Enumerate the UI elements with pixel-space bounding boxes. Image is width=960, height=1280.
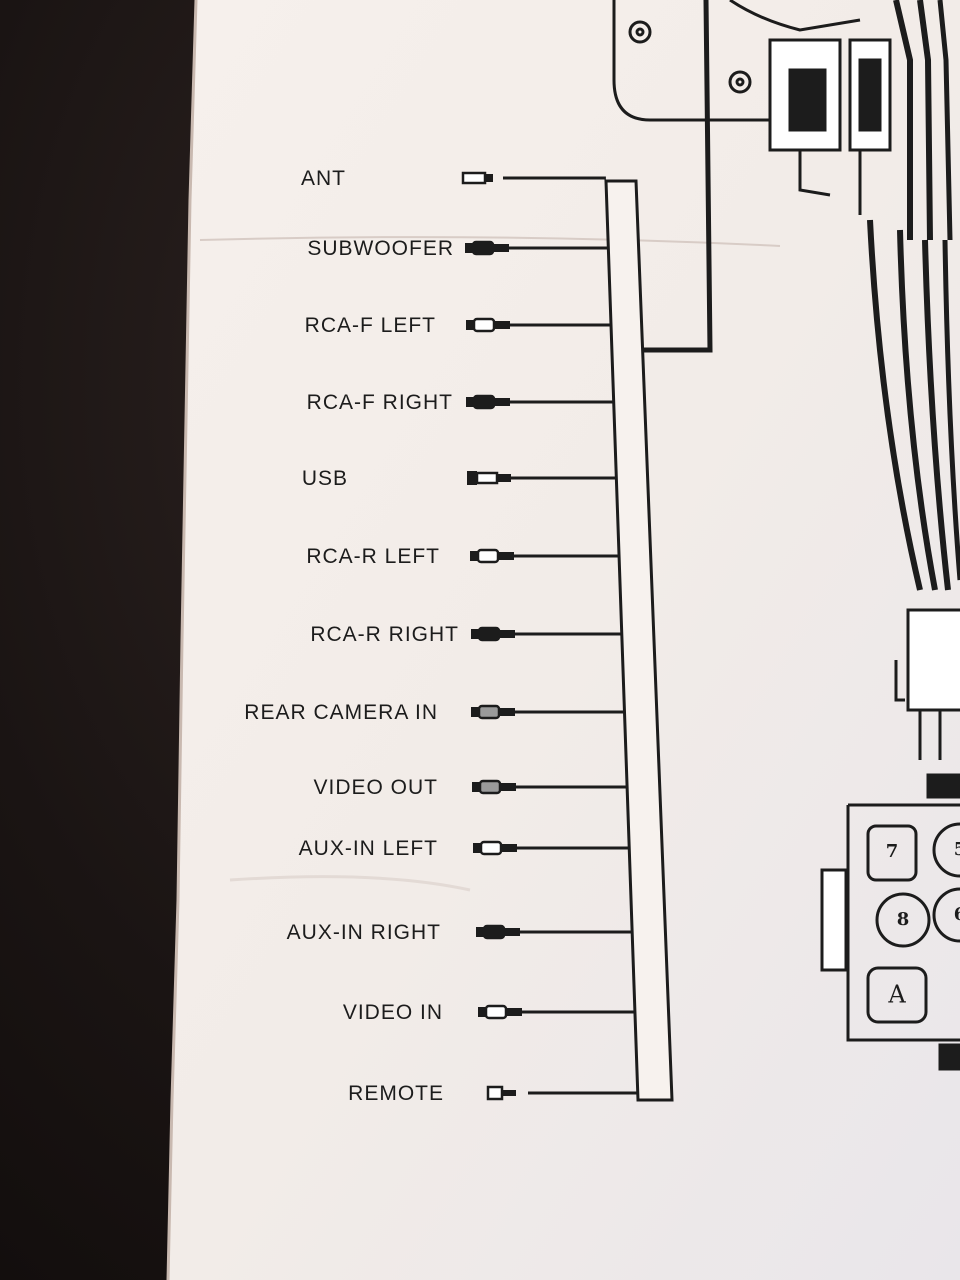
connector-label: VIDEO IN [343,1001,443,1024]
rca-plug-icon [472,779,516,795]
connector-label: RCA-F LEFT [305,314,436,337]
rca-plug-icon [461,171,493,185]
rca-plug-icon [476,924,520,940]
pin-letter-label: A [887,981,906,1009]
connector-row: SUBWOOFER [307,237,609,260]
connector-label: REMOTE [348,1082,444,1105]
pin-number-label: 6 [954,904,960,925]
pin-number-label: 5 [954,839,960,860]
connector-label: SUBWOOFER [307,237,454,260]
connector-row: RCA-R RIGHT [310,623,622,646]
pin-number-label: 7 [886,841,899,862]
rca-plug-icon [470,548,514,564]
connector-row: RCA-F RIGHT [307,391,614,414]
connector-label: RCA-F RIGHT [307,391,453,414]
rca-plug-icon [478,1004,522,1020]
rca-plug-icon [466,394,510,410]
cable-bus-outline [604,179,674,1102]
connector-label: AUX-IN LEFT [299,837,438,860]
rca-plug-icon [471,704,515,720]
connector-row: VIDEO IN [343,1001,635,1024]
connector-row: ANT [301,167,606,190]
screw-hole-icon [728,70,752,94]
connector-label: AUX-IN RIGHT [287,921,441,944]
rca-plug-icon [471,626,515,642]
connector-row: RCA-R LEFT [306,545,620,568]
connector-label: REAR CAMERA IN [244,701,438,724]
pin-label-group: 7 5 8 6A [886,839,960,1009]
rca-plug-icon [466,317,510,333]
screw-hole-icon [628,20,652,44]
harness-drawing [612,0,960,1071]
connector-row: RCA-F LEFT [305,314,612,337]
connector-row: VIDEO OUT [313,776,628,799]
connector-label: RCA-R LEFT [306,545,440,568]
connector-row: AUX-IN RIGHT [287,921,633,944]
rca-plug-icon [473,840,517,856]
connector-label: USB [302,467,348,490]
connector-row: REMOTE [348,1082,638,1105]
pin-number-label: 8 [897,909,910,930]
rca-plug-icon [486,1085,516,1101]
rca-plug-icon [465,240,509,256]
connector-list: ANT SUBWOOFER RCA-F LEFT RCA-F RIGHT USB RCA-… [244,167,638,1105]
connector-row: AUX-IN LEFT [299,837,630,860]
connector-row: REAR CAMERA IN [244,701,625,724]
connector-row: USB [302,467,617,490]
connector-label: ANT [301,167,346,190]
connector-label: VIDEO OUT [313,776,438,799]
connector-label: RCA-R RIGHT [310,623,459,646]
rca-plug-icon [467,471,511,485]
cable-bus [604,179,674,1102]
